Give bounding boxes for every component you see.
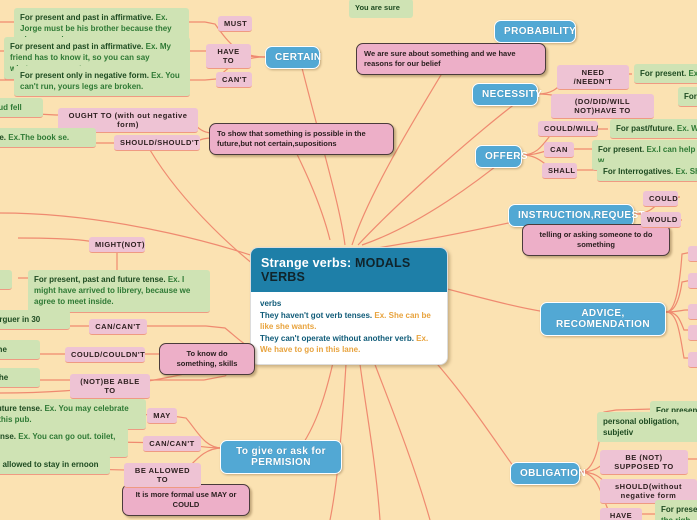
keyword-could-couldnt[interactable]: COULD/COULDN'T bbox=[65, 347, 145, 363]
example-obligation-1-main: For present a bbox=[656, 406, 697, 415]
keyword-not-be-able-to[interactable]: (NOT)BE ABLE TO bbox=[70, 374, 150, 399]
example-may-ex: Ex. You may celebrate nday in this pub. bbox=[0, 404, 129, 425]
example-can-permission-ex: Ex. You can go out. toilet, please? bbox=[18, 432, 116, 441]
central-node-body: verbs They haven't got verb tenses. Ex. … bbox=[251, 292, 447, 364]
example-obligation-2-main: personal obligation, subjetiv bbox=[603, 417, 680, 438]
keyword-would[interactable]: WOULD bbox=[641, 212, 681, 228]
branch-advice-recomendation[interactable]: ADVICE, RECOMENDATION bbox=[540, 302, 666, 336]
example-obligation-3[interactable]: For presen to the righ bbox=[655, 500, 697, 520]
branch-offers[interactable]: OFFERS bbox=[475, 145, 528, 168]
definition-ability[interactable]: To know do something, skills bbox=[159, 343, 255, 376]
keyword-shall[interactable]: SHALL bbox=[542, 163, 577, 179]
keyword-may[interactable]: MAY bbox=[147, 408, 177, 424]
keyword-advice-had-better[interactable]: H bbox=[688, 352, 697, 368]
example-can-permission-main: future tense. bbox=[0, 432, 17, 441]
example-should-main: ture time. bbox=[0, 133, 7, 142]
central-node-title: Strange verbs: MODALS VERBS bbox=[251, 248, 447, 292]
example-need[interactable]: For present. Ex. W bbox=[634, 64, 697, 85]
keyword-should-without-negative[interactable]: sHOULD(without negative form bbox=[600, 479, 697, 504]
example-ability-2[interactable]: etter in the bbox=[0, 340, 40, 361]
example-could-will-main: For past/future. bbox=[616, 124, 675, 133]
branch-certain[interactable]: CERTAIN bbox=[265, 46, 321, 69]
example-be-allowed-to[interactable]: hey were allowed to stay in ernoon bbox=[0, 455, 110, 476]
example-can-offer-ex: Ex.I can help you w bbox=[598, 145, 697, 166]
example-ought-to-ex: shoud fell bbox=[0, 103, 22, 112]
example-ability-1-ex: d hamburguer in 30 bbox=[0, 315, 41, 324]
example-ability-3[interactable]: to pass the bbox=[0, 368, 40, 389]
keyword-advice-ought-to[interactable]: O bbox=[688, 304, 697, 320]
definition-possibility[interactable]: To show that something is possible in th… bbox=[209, 123, 394, 156]
example-can-permission[interactable]: future tense. Ex. You can go out. toilet… bbox=[0, 427, 128, 459]
example-shall-ex: Ex. Shall I bbox=[675, 167, 697, 176]
example-ability-1[interactable]: d hamburguer in 30 bbox=[0, 310, 70, 331]
keyword-have-to[interactable]: HAVE TO bbox=[206, 44, 251, 69]
keyword-have-to-obligation[interactable]: HAVE TO bbox=[600, 508, 642, 520]
central-body-line-2: They haven't got verb tenses. bbox=[260, 310, 373, 320]
keyword-could-will[interactable]: COULD/WILL/ bbox=[538, 121, 598, 137]
example-might-main: For present, past and future tense. bbox=[34, 275, 166, 284]
example-should[interactable]: ture time. Ex.The book se. bbox=[0, 128, 96, 149]
keyword-ought-to[interactable]: OUGHT TO (with out negative form) bbox=[58, 108, 198, 133]
definition-probability[interactable]: We are sure about something and we have … bbox=[356, 43, 546, 76]
example-may-main: nt and future tense. bbox=[0, 404, 43, 413]
central-body-line-3: They can't operate without another verb. bbox=[260, 333, 414, 343]
definition-certain: You are sure bbox=[349, 0, 413, 18]
example-may[interactable]: nt and future tense. Ex. You may celebra… bbox=[0, 399, 146, 431]
example-do-did-will[interactable]: For whe bbox=[678, 87, 697, 108]
keyword-need[interactable]: NEED /NEEDN'T bbox=[557, 65, 629, 90]
example-ought-to[interactable]: shoud fell bbox=[0, 98, 43, 119]
branch-probability[interactable]: PROBABILITY bbox=[494, 20, 576, 43]
example-might-ex: Ex. I might have arrived to librery, bec… bbox=[34, 275, 191, 307]
example-cant[interactable]: For present only in negative form. Ex. Y… bbox=[14, 66, 190, 98]
example-shall[interactable]: For Interrogatives. Ex. Shall I bbox=[597, 162, 697, 183]
example-obligation-2[interactable]: personal obligation, subjetiv bbox=[597, 412, 697, 443]
keyword-be-allowed-to[interactable]: BE ALLOWED TO bbox=[124, 463, 201, 488]
example-must-main: For present and past in affirmative. bbox=[20, 13, 154, 22]
example-ability-2-ex: etter in the bbox=[0, 345, 7, 354]
example-cant-ex: Ex. You can't run, yours legs are broken… bbox=[20, 71, 180, 92]
branch-permission[interactable]: To give or ask for PERMISION bbox=[220, 440, 342, 474]
keyword-be-not-supposed-to[interactable]: BE (NOT) SUPPOSED TO bbox=[600, 450, 688, 475]
central-node[interactable]: Strange verbs: MODALS VERBS verbs They h… bbox=[250, 247, 448, 365]
central-body-line-2-example: Ex. She can be like she wants. bbox=[260, 310, 431, 332]
keyword-must[interactable]: MUST bbox=[218, 16, 252, 32]
example-obligation-3-ex: to the righ bbox=[661, 505, 697, 520]
keyword-can-cant-permission[interactable]: CAN/CAN'T bbox=[143, 436, 201, 452]
example-cant-main: For present only in negative form. bbox=[20, 71, 149, 80]
example-need-main: For present. bbox=[640, 69, 687, 78]
example-need-ex: Ex. W bbox=[688, 69, 697, 78]
keyword-can-cant-ability[interactable]: CAN/CAN'T bbox=[89, 319, 147, 335]
example-could-will-ex: Ex. W bbox=[676, 124, 697, 133]
central-title-sub: MODALS VERBS bbox=[261, 256, 411, 284]
central-body-line-1: verbs bbox=[260, 299, 282, 308]
keyword-advice-might[interactable]: M bbox=[688, 325, 697, 341]
branch-necessity[interactable]: NECESSITY bbox=[472, 83, 542, 106]
example-could-will[interactable]: For past/future. Ex. W bbox=[610, 119, 697, 140]
example-have-to-main: For present and past in affirmative. bbox=[10, 42, 144, 51]
central-body-line-3-example: Ex. We have to go in this lane. bbox=[260, 333, 429, 355]
keyword-could[interactable]: COULD bbox=[643, 191, 678, 207]
keyword-should[interactable]: SHOULD/SHOULD'T bbox=[114, 135, 200, 151]
example-be-allowed-to-ex: hey were allowed to stay in ernoon bbox=[0, 460, 99, 469]
example-ability-3-ex: to pass the bbox=[0, 373, 9, 382]
example-can-offer-main: For present. bbox=[598, 145, 645, 154]
example-obligation-3-main: For presen bbox=[661, 505, 697, 514]
example-should-ex: Ex.The book se. bbox=[8, 133, 70, 142]
example-shall-main: For Interrogatives. bbox=[603, 167, 674, 176]
definition-permission[interactable]: It is more formal use MAY or COULD bbox=[122, 484, 250, 517]
definition-instruction[interactable]: telling or asking someone to do somethin… bbox=[522, 224, 670, 257]
central-title-main: Strange verbs: bbox=[261, 256, 352, 270]
keyword-might-not[interactable]: MIGHT(NOT) bbox=[89, 237, 145, 253]
example-might[interactable]: For present, past and future tense. Ex. … bbox=[28, 270, 210, 313]
example-might-left[interactable]: not bbox=[0, 270, 12, 291]
example-do-did-will-main: For bbox=[684, 92, 697, 101]
keyword-advice-should[interactable]: SI bbox=[688, 273, 697, 289]
keyword-cant[interactable]: CAN'T bbox=[216, 72, 252, 88]
branch-obligation[interactable]: OBLIGATION bbox=[510, 462, 586, 485]
keyword-can[interactable]: CAN bbox=[544, 142, 574, 158]
keyword-advice-could[interactable]: C bbox=[688, 246, 697, 262]
keyword-do-did-will-not-have-to[interactable]: (DO/DID/WILL NOT)HAVE TO bbox=[551, 94, 654, 119]
